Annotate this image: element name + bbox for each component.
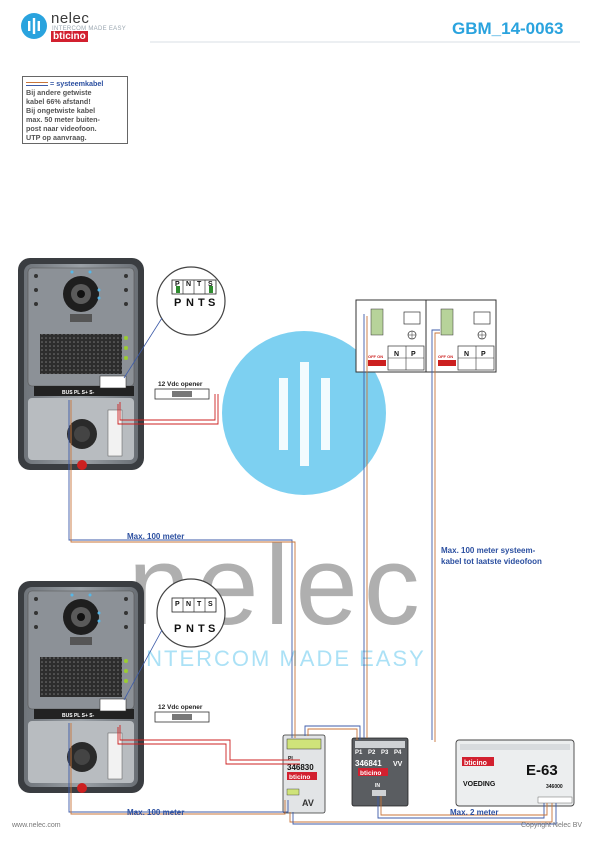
zoom-pin-label: T	[198, 623, 205, 635]
cable-note: = systeemkabel Bij andere getwiste kabel…	[22, 76, 128, 144]
cable-legend-label: = systeemkabel	[50, 79, 104, 88]
supply-label: VOEDING	[463, 781, 496, 788]
distance-label-videophones-2: kabel tot laatste videofoon	[441, 557, 542, 566]
door-panel-terminal-label: BUS PL S+ S-	[62, 713, 95, 719]
splitter-vv-label: VV	[393, 761, 403, 768]
zoom-pin-label: N	[186, 297, 194, 309]
zoom-pin-label: S	[208, 623, 215, 635]
supply-part: 346000	[546, 784, 563, 790]
splitter-port-label: P2	[368, 750, 376, 756]
module-346830: PI 346830 bticino AV	[282, 734, 326, 814]
door-panel-2: BUS PL S+ S-	[18, 581, 144, 793]
videophone-2: N P OFF ON	[425, 299, 497, 373]
terminal-zoom-1: P N T S P N T S	[123, 266, 226, 379]
nelec-logo-icon	[21, 13, 47, 39]
footer-website[interactable]: www.nelec.com	[12, 822, 61, 829]
supply-brand: bticino	[464, 760, 487, 767]
zoom-pin-label: P	[174, 623, 181, 635]
zoom-pin-label: P	[175, 281, 180, 288]
zoom-pin-label: N	[186, 601, 191, 608]
videophone-terminal-label: P	[481, 351, 486, 358]
brand-name: nelec	[51, 10, 90, 27]
power-supply: bticino E-63 VOEDING 346000	[455, 739, 575, 807]
module-av-code: 346830	[287, 763, 314, 772]
brand-partner-logo: bticino	[51, 31, 88, 42]
note-line: UTP op aanvraag.	[26, 133, 87, 142]
system-cable-legend-icon	[26, 81, 48, 86]
distance-label-panel-2: Max. 100 meter	[127, 808, 185, 817]
header-rule	[150, 41, 580, 43]
module-346841: P1 P2 P3 P4 346841 VV bticino IN	[351, 737, 409, 807]
videophone-terminal-label: N	[394, 351, 399, 358]
footer-copyright: Copyright Nelec BV	[521, 822, 583, 829]
module-av-label: AV	[302, 798, 314, 808]
splitter-code: 346841	[355, 759, 382, 768]
note-line: kabel 66% afstand!	[26, 97, 91, 106]
videophone-switch-label: OFF ON	[438, 354, 453, 359]
splitter-in-label: IN	[375, 783, 380, 789]
brand-tagline: INTERCOM MADE EASY	[52, 26, 127, 32]
door-panel-1: BUS PL S+ S-	[18, 258, 144, 470]
distance-label-supply: Max. 2 meter	[450, 808, 499, 817]
terminal-zoom-2: P N T S P N T S	[123, 578, 226, 701]
zoom-pin-label: T	[198, 297, 205, 309]
opener-label: 12 Vdc opener	[158, 381, 203, 388]
splitter-port-label: P3	[381, 750, 389, 756]
videophone-switch-label: OFF ON	[368, 354, 383, 359]
videophone-1: N P OFF ON	[355, 299, 427, 373]
zoom-pin-label: T	[197, 601, 202, 608]
splitter-port-label: P4	[394, 750, 402, 756]
supply-code: E-63	[526, 762, 558, 779]
zoom-pin-label: T	[197, 281, 202, 288]
zoom-pin-label: S	[208, 281, 213, 288]
module-av-brand: bticino	[289, 774, 310, 781]
note-line: Bij andere getwiste	[26, 88, 92, 97]
door-opener-1: 12 Vdc opener	[154, 381, 210, 400]
module-av-pin-label: PI	[288, 756, 293, 762]
note-line: post naar videofoon.	[26, 124, 97, 133]
note-line: max. 50 meter buiten-	[26, 115, 100, 124]
door-opener-2: 12 Vdc opener	[154, 704, 210, 723]
distance-label-panel-1: Max. 100 meter	[127, 532, 185, 541]
splitter-brand: bticino	[360, 770, 381, 777]
zoom-pin-label: P	[175, 601, 180, 608]
document-id: GBM_14-0063	[452, 19, 564, 38]
splitter-port-label: P1	[355, 750, 363, 756]
zoom-pin-label: N	[186, 281, 191, 288]
wiring	[68, 314, 557, 825]
zoom-pin-label: S	[208, 297, 215, 309]
zoom-pin-label: P	[174, 297, 181, 309]
door-panel-terminal-label: BUS PL S+ S-	[62, 390, 95, 396]
note-line: Bij ongetwiste kabel	[26, 106, 96, 115]
videophone-terminal-label: N	[464, 351, 469, 358]
zoom-pin-label: N	[186, 623, 194, 635]
videophone-terminal-label: P	[411, 351, 416, 358]
distance-label-videophones-1: Max. 100 meter systeem-	[441, 546, 536, 555]
opener-label: 12 Vdc opener	[158, 704, 203, 711]
zoom-pin-label: S	[208, 601, 213, 608]
watermark-tagline: INTERCOM MADE EASY	[138, 646, 426, 671]
